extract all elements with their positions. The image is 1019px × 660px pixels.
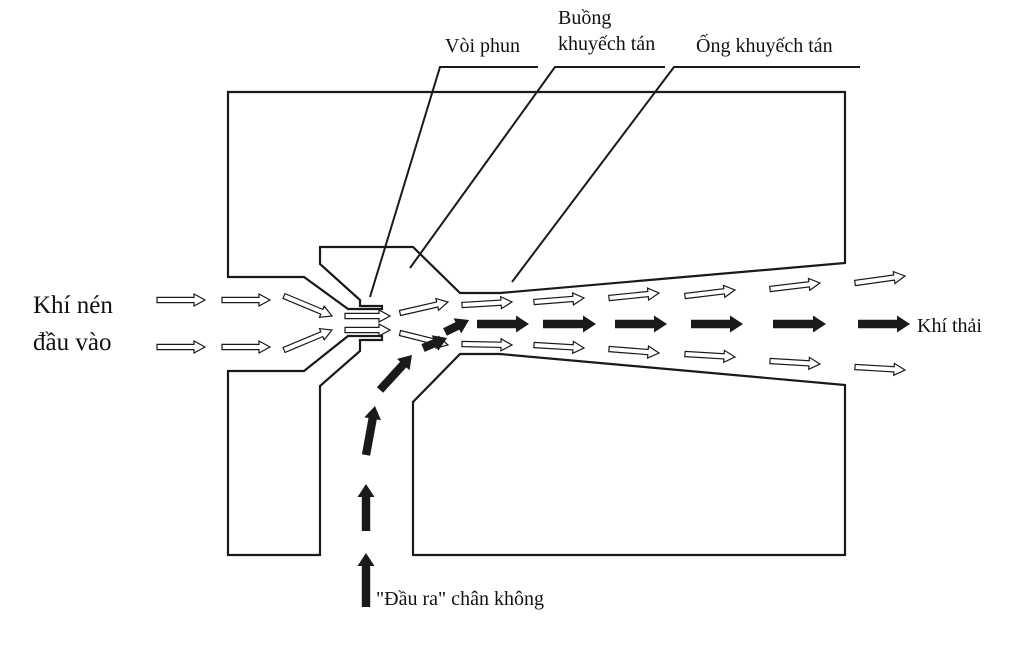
hollow-flow-arrow xyxy=(221,339,272,355)
hollow-flow-arrow xyxy=(344,308,392,324)
vacuum-flow-arrows xyxy=(357,315,910,607)
inlet-label-line2: đầu vào xyxy=(33,329,111,356)
compressed-air-flow-arrows xyxy=(156,270,907,377)
hollow-flow-arrow xyxy=(608,345,661,360)
hollow-flow-arrow xyxy=(769,356,822,371)
inlet-label-line1: Khí nén xyxy=(33,292,113,319)
diffuser-tube-leader-line xyxy=(511,66,860,283)
hollow-flow-arrow xyxy=(398,297,450,317)
solid-flow-arrow xyxy=(421,335,447,352)
hollow-flow-arrow xyxy=(461,337,514,352)
solid-flow-arrow xyxy=(858,315,910,333)
lower-diffuser-block-outline xyxy=(411,352,847,557)
hollow-flow-arrow xyxy=(156,339,207,355)
hollow-flow-arrow xyxy=(533,340,586,355)
hollow-flow-arrow xyxy=(156,292,207,308)
hollow-flow-arrow xyxy=(533,291,586,306)
diffuser-tube-label: Ống khuyếch tán xyxy=(696,33,833,57)
solid-flow-arrow xyxy=(443,318,469,336)
diffusion-chamber-label-line1: Buồng xyxy=(558,7,611,29)
hollow-flow-arrow xyxy=(684,349,737,364)
upper-body-outline xyxy=(226,90,847,311)
hollow-flow-arrow xyxy=(853,270,907,287)
hollow-flow-arrow xyxy=(282,327,334,354)
solid-flow-arrow xyxy=(357,553,375,607)
solid-flow-arrow xyxy=(543,315,596,333)
solid-flow-arrow xyxy=(477,315,529,333)
hollow-flow-arrow xyxy=(769,277,822,293)
solid-flow-arrow xyxy=(773,315,826,333)
hollow-flow-arrow xyxy=(282,292,334,319)
solid-flow-arrow xyxy=(357,484,375,531)
hollow-flow-arrow xyxy=(608,287,661,302)
hollow-flow-arrow xyxy=(221,292,272,308)
exhaust-label: Khí thải xyxy=(917,315,982,337)
solid-flow-arrow xyxy=(691,315,743,333)
nozzle-leader-line xyxy=(369,66,538,298)
solid-flow-arrow xyxy=(376,355,412,393)
hollow-flow-arrow xyxy=(854,362,907,377)
solid-flow-arrow xyxy=(615,315,667,333)
hollow-flow-arrow xyxy=(684,284,737,300)
solid-flow-arrow xyxy=(361,406,381,456)
diffusion-chamber-leader-line xyxy=(409,66,665,269)
diffusion-chamber-label-line2: khuyếch tán xyxy=(558,33,655,55)
nozzle-label: Vòi phun xyxy=(445,35,520,57)
vacuum-outlet-label: "Đầu ra" chân không xyxy=(376,588,544,610)
lower-body-outline xyxy=(226,334,384,557)
hollow-flow-arrow xyxy=(344,322,392,338)
hollow-flow-arrow xyxy=(461,295,514,310)
